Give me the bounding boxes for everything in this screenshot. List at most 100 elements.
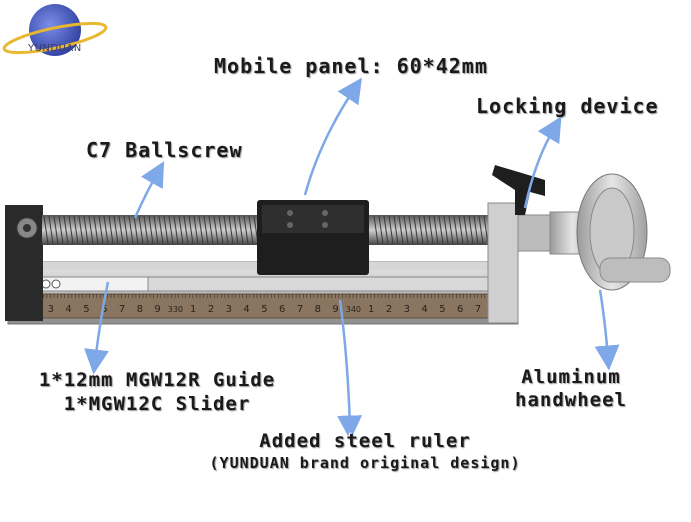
ruler-label: Added steel ruler (YUNDUAN brand origina… xyxy=(160,430,570,474)
screw-thread xyxy=(183,215,189,245)
locking-device-arrow xyxy=(523,116,562,209)
screw-thread xyxy=(408,215,414,245)
ruler-number: 9 xyxy=(332,304,338,315)
screw-thread xyxy=(413,215,419,245)
guide-rail xyxy=(17,276,509,292)
ruler-number: 7 xyxy=(119,304,125,315)
guide-label: 1*12mm MGW12R Guide 1*MGW12C Slider xyxy=(4,368,310,416)
ruler-number: 3 xyxy=(226,304,232,315)
screw-thread xyxy=(483,215,489,245)
screw-thread xyxy=(243,215,249,245)
ruler-label-line2: (YUNDUAN brand original design) xyxy=(209,454,521,472)
screw-thread xyxy=(378,215,384,245)
ruler-number: 7 xyxy=(297,304,303,315)
screw-thread xyxy=(78,215,84,245)
ruler-number: 330 xyxy=(168,305,183,314)
screw-thread xyxy=(478,215,484,245)
ruler-number: 8 xyxy=(137,304,143,315)
screw-thread xyxy=(153,215,159,245)
screw-thread xyxy=(123,215,129,245)
screw-thread xyxy=(403,215,409,245)
screw-thread xyxy=(158,215,164,245)
screw-thread xyxy=(233,215,239,245)
screw-thread xyxy=(58,215,64,245)
steel-ruler: 234567893301234567893401234567 xyxy=(19,293,501,319)
ruler-label-line1: Added steel ruler xyxy=(259,430,471,452)
screw-thread xyxy=(98,215,104,245)
screw-thread xyxy=(248,215,254,245)
ruler-number: 3 xyxy=(404,304,410,315)
screw-thread xyxy=(108,215,114,245)
screw-thread xyxy=(213,215,219,245)
ruler-number: 6 xyxy=(101,304,107,315)
screw-thread xyxy=(203,215,209,245)
brand-logo-text: YUNDUAN xyxy=(28,43,82,54)
screw-thread xyxy=(118,215,124,245)
screw-thread xyxy=(73,215,79,245)
screw-thread xyxy=(88,215,94,245)
ruler-number: 7 xyxy=(475,304,481,315)
ruler-number: 8 xyxy=(315,304,321,315)
screw-thread xyxy=(458,215,464,245)
screw-thread xyxy=(473,215,479,245)
ruler-number: 5 xyxy=(261,304,267,315)
ruler-number: 4 xyxy=(65,304,71,315)
ruler-number: 340 xyxy=(346,305,361,314)
screw-thread xyxy=(143,215,149,245)
mobile-panel-block xyxy=(257,200,369,275)
ruler-arrow xyxy=(337,299,363,441)
screw-thread xyxy=(433,215,439,245)
screw-thread xyxy=(193,215,199,245)
screw-thread xyxy=(453,215,459,245)
ruler-number: 1 xyxy=(368,304,374,315)
screw-thread xyxy=(428,215,434,245)
mobile-panel-label: Mobile panel: 60*42mm xyxy=(214,54,488,78)
screw-thread xyxy=(443,215,449,245)
screw-thread xyxy=(198,215,204,245)
screw-thread xyxy=(463,215,469,245)
ruler-number: 6 xyxy=(279,304,285,315)
screw-thread xyxy=(448,215,454,245)
screw-thread xyxy=(163,215,169,245)
guide-label-line1: 1*12mm MGW12R Guide xyxy=(38,369,276,391)
ruler-number: 9 xyxy=(154,304,160,315)
screw-thread xyxy=(68,215,74,245)
ruler-number: 3 xyxy=(48,304,54,315)
screw-thread xyxy=(238,215,244,245)
locking-device-label: Locking device xyxy=(476,94,659,118)
ruler-number: 2 xyxy=(386,304,392,315)
screw-thread xyxy=(418,215,424,245)
screw-thread xyxy=(398,215,404,245)
screw-thread xyxy=(208,215,214,245)
screw-thread xyxy=(113,215,119,245)
ruler-number: 6 xyxy=(457,304,463,315)
left-end-block xyxy=(5,205,43,321)
ruler-number: 4 xyxy=(421,304,427,315)
ruler-number: 4 xyxy=(243,304,249,315)
ballscrew-arrow xyxy=(133,161,165,219)
handwheel-arrow xyxy=(594,289,620,371)
screw-thread xyxy=(468,215,474,245)
ruler-number: 5 xyxy=(83,304,89,315)
screw-thread xyxy=(53,215,59,245)
screw-thread xyxy=(178,215,184,245)
screw-thread xyxy=(93,215,99,245)
screw-thread xyxy=(438,215,444,245)
screw-thread xyxy=(393,215,399,245)
callout-arrows xyxy=(84,77,620,441)
screw-thread xyxy=(48,215,54,245)
screw-thread xyxy=(103,215,109,245)
guide-arrow xyxy=(84,281,110,375)
screw-thread xyxy=(138,215,144,245)
ruler-number: 5 xyxy=(439,304,445,315)
ruler-number: 2 xyxy=(208,304,214,315)
screw-thread xyxy=(148,215,154,245)
screw-thread xyxy=(83,215,89,245)
guide-label-line2: 1*MGW12C Slider xyxy=(63,393,251,415)
mobile-panel-arrow xyxy=(303,77,362,196)
aluminum-handwheel xyxy=(549,173,671,291)
ballscrew-label: C7 Ballscrew xyxy=(86,138,243,162)
brand-logo xyxy=(2,4,108,56)
